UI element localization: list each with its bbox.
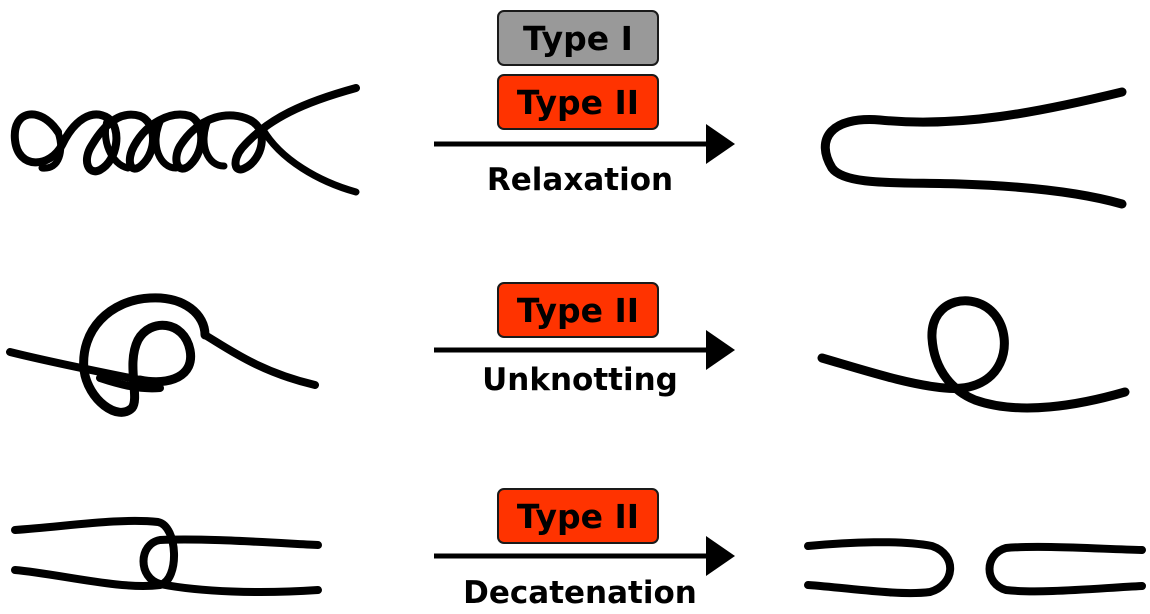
process-label-unknotting: Unknotting	[482, 362, 678, 398]
decatenated-dna-icon	[804, 538, 1146, 598]
enzyme-badge-type-ii: Type II	[497, 282, 659, 338]
process-label-relaxation: Relaxation	[486, 162, 674, 198]
unknotted-dna-icon	[817, 296, 1130, 413]
catenated-dna-icon	[11, 516, 322, 596]
process-label-decatenation: Decatenation	[463, 575, 697, 611]
enzyme-badge-type-i: Type I	[497, 10, 659, 66]
arrow-icon	[434, 330, 735, 370]
enzyme-badge-type-ii: Type II	[497, 488, 659, 544]
arrow-icon	[434, 536, 735, 576]
supercoiled-dna-icon	[10, 84, 360, 196]
enzyme-badge-type-ii: Type II	[497, 74, 659, 130]
relaxed-dna-icon	[820, 87, 1127, 209]
knotted-dna-icon	[6, 293, 319, 417]
arrow-icon	[434, 124, 735, 164]
